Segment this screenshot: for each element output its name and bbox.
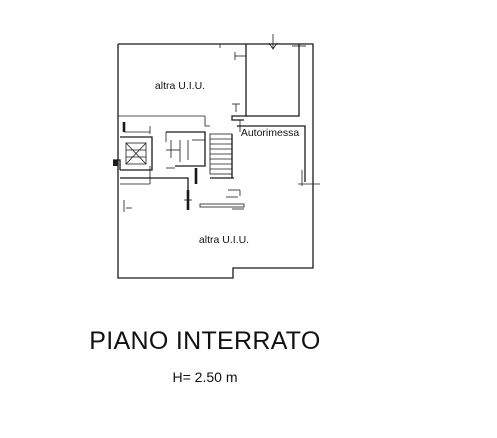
room-label-garage: Autorimessa [241, 127, 300, 139]
garage-walls [237, 44, 320, 196]
staircase [113, 122, 245, 212]
upper-unit-walls [118, 44, 247, 127]
height-note: H= 2.50 m [172, 369, 238, 385]
entry-arrow-icon [268, 34, 278, 50]
room-label-lower-unit: altra U.I.U. [199, 234, 249, 246]
outer-walls [117, 43, 314, 279]
plan-title: PIANO INTERRATO [89, 327, 321, 355]
room-label-upper-unit: altra U.I.U. [155, 80, 205, 92]
